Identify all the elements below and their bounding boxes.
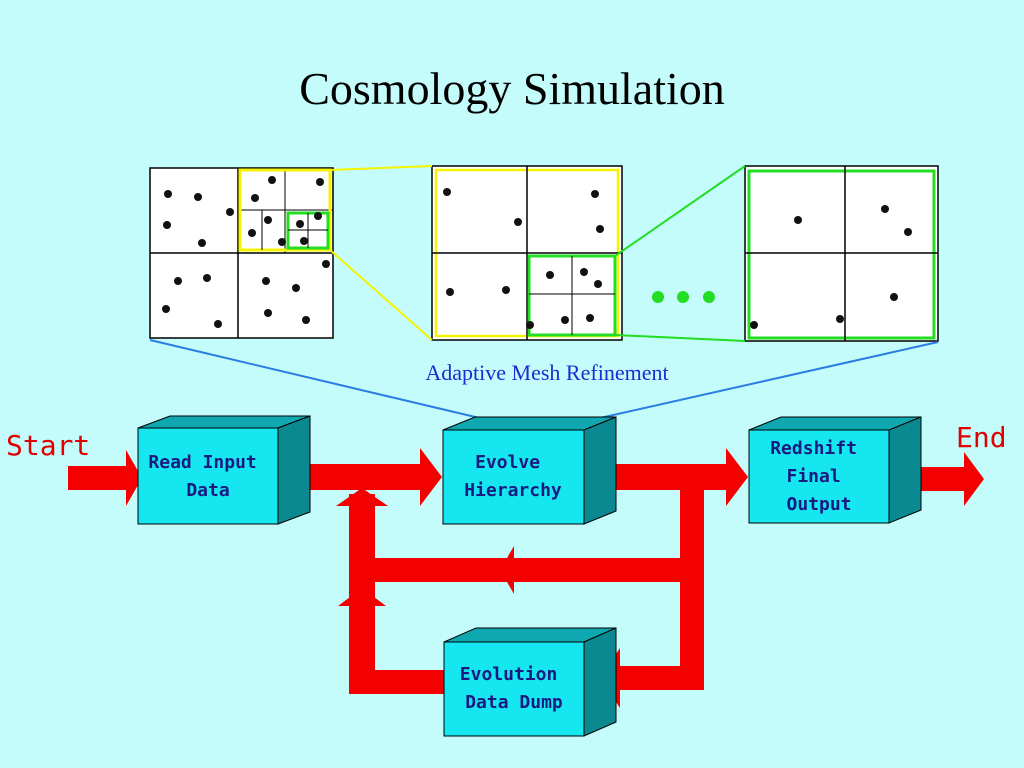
slide-title: Cosmology Simulation [299, 63, 725, 114]
mesh-panel-2 [431, 165, 623, 341]
box-dump-line2: Data Dump [465, 692, 563, 713]
box-read-input-text: Read Input Data [148, 452, 267, 501]
box-read-input-line1: Read Input [148, 452, 256, 473]
box-dump-text: Evolution Data Dump [460, 664, 568, 713]
mesh-panel-1 [149, 167, 334, 339]
box-dump-line1: Evolution [460, 664, 558, 685]
box-evolve-hierarchy: Evolve Hierarchy [442, 416, 617, 525]
box-evolve-line2: Hierarchy [464, 480, 562, 501]
box-redshift-text: Redshift Final Output [770, 438, 868, 515]
box-read-input-line2: Data [186, 480, 229, 501]
end-label: End [956, 421, 1007, 454]
box-redshift-output: Redshift Final Output [748, 416, 922, 524]
mesh-panel-3 [744, 165, 939, 342]
box-redshift-line2: Final [786, 466, 840, 487]
box-redshift-line3: Output [786, 494, 851, 515]
box-evolve-line1: Evolve [475, 452, 540, 473]
start-label: Start [6, 429, 90, 462]
ellipsis-dots [652, 291, 715, 303]
box-evolution-dump: Evolution Data Dump [443, 627, 617, 737]
box-evolve-text: Evolve Hierarchy [464, 452, 562, 501]
zoom-connectors [149, 165, 939, 421]
box-redshift-line1: Redshift [770, 438, 857, 459]
amr-caption: Adaptive Mesh Refinement [425, 360, 669, 385]
box-read-input: Read Input Data [137, 415, 311, 525]
